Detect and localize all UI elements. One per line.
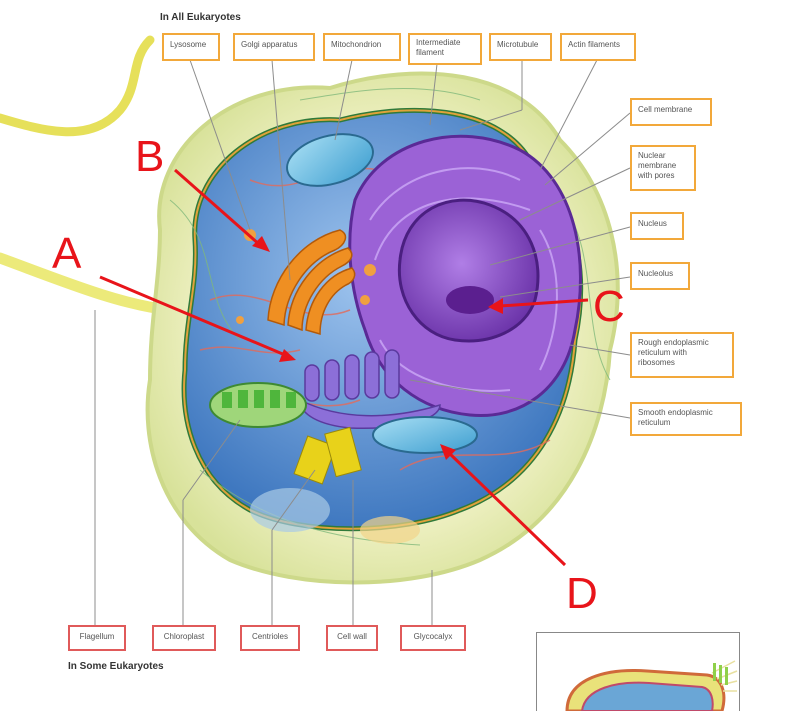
mitochondrion-bottom-shape [372,416,478,454]
nucleus-shape [397,198,540,343]
label-chloroplast: Chloroplast [152,625,216,651]
label-rough-er: Rough endoplasmic reticulum with ribosom… [630,332,734,378]
label-nucleolus: Nucleolus [630,262,690,290]
mitochondrion-top-shape [286,133,374,187]
marker-a: A [52,229,82,278]
marker-b: B [135,132,165,181]
header-some-eukaryotes: In Some Eukaryotes [68,661,164,672]
header-all-eukaryotes: In All Eukaryotes [160,12,241,23]
label-lysosome: Lysosome [162,33,220,61]
label-microtubule: Microtubule [489,33,552,61]
inset-cell-illustration [565,660,738,711]
label-smooth-er: Smooth endoplasmic reticulum [630,402,742,436]
label-flagellum: Flagellum [68,625,126,651]
flagellum-lower [0,252,176,316]
marker-d: D [566,569,598,618]
label-actin-filaments: Actin filaments [560,33,636,61]
label-nuclear-membrane: Nuclear membrane with pores [630,145,696,191]
leader-lines [94,59,631,625]
label-glycocalyx: Glycocalyx [400,625,466,651]
flagellum-upper [0,35,155,137]
label-golgi-apparatus: Golgi apparatus [233,33,315,61]
nucleolus-shape [446,286,494,314]
label-mitochondrion: Mitochondrion [323,33,401,61]
label-intermediate-filament: Intermediate filament [408,33,482,65]
label-cell-membrane: Cell membrane [630,98,712,126]
marker-c: C [593,282,625,331]
golgi-shape [267,229,356,335]
label-cell-wall: Cell wall [326,625,378,651]
label-nucleus: Nucleus [630,212,684,240]
label-centrioles: Centrioles [240,625,300,651]
marker-arrows [99,168,589,567]
inset-cell-panel [536,632,740,711]
